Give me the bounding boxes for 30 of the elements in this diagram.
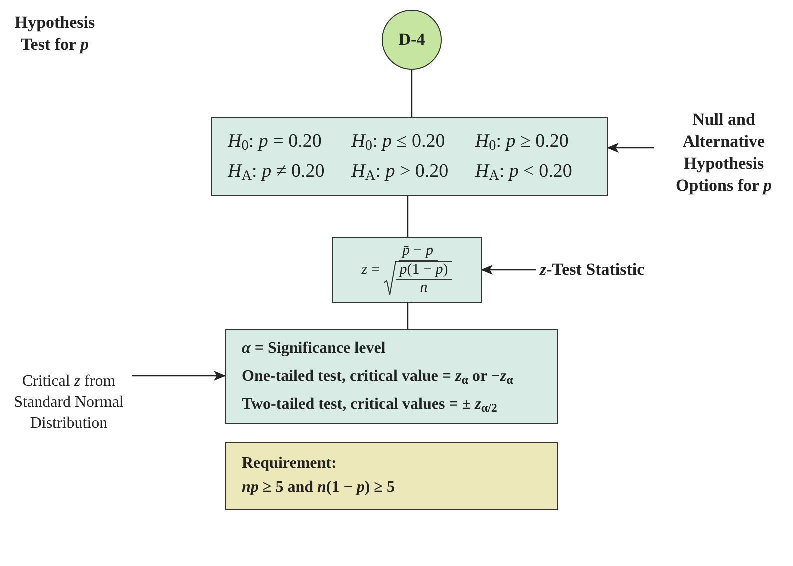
hypothesis-formula: H$_{0}$: p = 0.20: [228, 130, 323, 156]
requirement-text: np ≥ 5 and n(1 − p) ≥ 5: [242, 478, 396, 498]
diagram-title: Hypothesis Test for p: [14, 13, 96, 54]
hypotheses-box: [211, 117, 608, 196]
hypothesis-formula: H$_{A}$: p < 0.20: [475, 160, 574, 186]
arrow: [607, 143, 654, 153]
arrow: [132, 371, 226, 381]
requirement-box: [225, 442, 558, 510]
annotation-text: Null and Alternative Hypothesis Options for p: [674, 109, 774, 197]
connector-line: [407, 196, 409, 237]
critical-value-text: One-tailed test, critical value = z$_{α}$ or −z$_{α}$: [242, 366, 514, 388]
annotation-text: Critical z from Standard Normal Distribution: [13, 372, 125, 434]
step-label: D-4: [398, 29, 426, 52]
annotation-text: z-Test Statistic: [540, 259, 645, 281]
radicand-numerator: p(1 − p): [396, 262, 452, 280]
hypothesis-formula: H$_{0}$: p ≤ 0.20: [352, 130, 446, 156]
critical-value-box: [225, 329, 558, 424]
connector-line: [407, 303, 409, 329]
hypothesis-formula: H$_{A}$: p > 0.20: [352, 160, 450, 186]
hypothesis-formula: H$_{A}$: p ≠ 0.20: [228, 160, 326, 186]
formula-text: z =: [362, 260, 380, 280]
critical-value-text: α = Significance level: [242, 338, 387, 358]
numerator: p̄ − p: [398, 243, 438, 261]
requirement-text: Requirement:: [242, 454, 338, 474]
formula-box: [332, 237, 482, 303]
arrow: [481, 265, 536, 275]
connector-line: [411, 70, 413, 117]
critical-value-text: Two-tailed test, critical values = ± z$_{α/2}$: [242, 394, 498, 416]
hypothesis-formula: H$_{0}$: p ≥ 0.20: [475, 130, 570, 156]
radicand-denominator: n: [420, 280, 428, 297]
